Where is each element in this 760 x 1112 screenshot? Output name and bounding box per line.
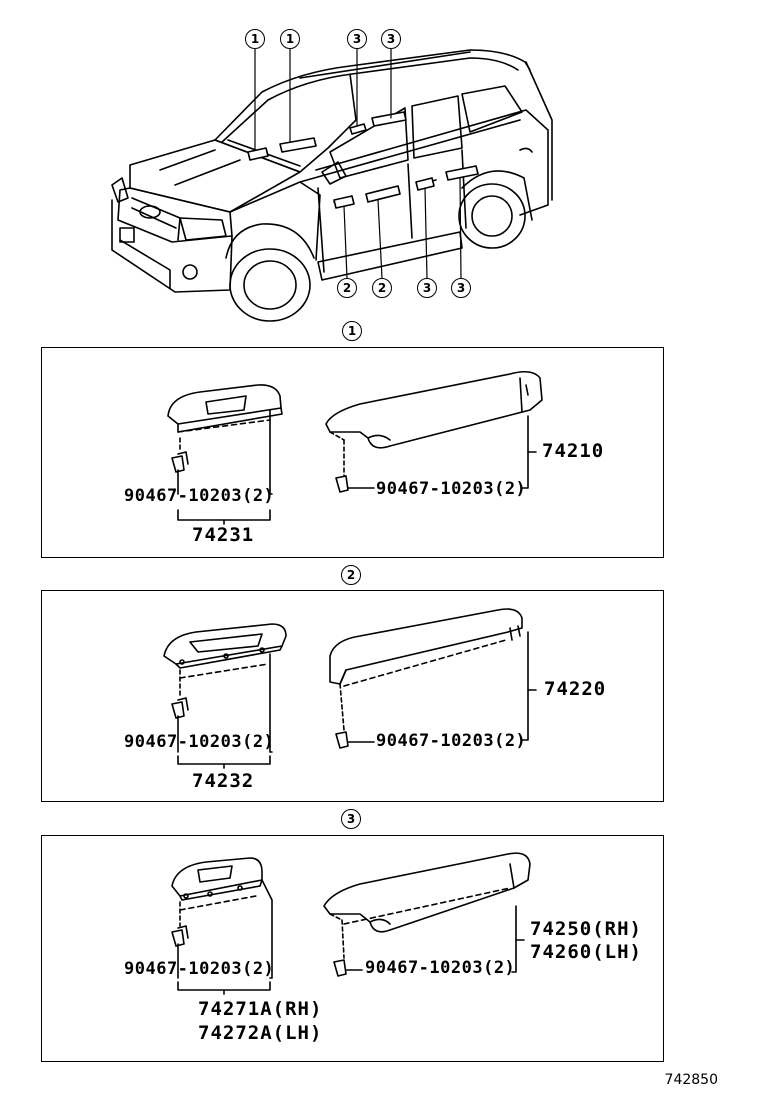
section2-part-left: 74232 <box>192 770 255 792</box>
section3-part-left-lh: 74272A(LH) <box>198 1022 323 1044</box>
callout-2-bottom-b: 2 <box>372 278 392 298</box>
section2-bolt-left: 90467-10203(2) <box>124 732 275 752</box>
callout-leaders <box>254 47 462 279</box>
section3-bolt-right: 90467-10203(2) <box>365 958 516 978</box>
callout-3-bottom-b: 3 <box>451 278 471 298</box>
section3-part-left-rh: 74271A(RH) <box>198 998 323 1020</box>
section2-marker: 2 <box>341 565 361 585</box>
vehicle-illustration <box>111 49 553 322</box>
section3-part-right-lh: 74260(LH) <box>530 941 642 963</box>
section3-parts <box>171 852 531 995</box>
section3-panel <box>41 835 664 1062</box>
section3-part-right-rh: 74250(RH) <box>530 918 642 940</box>
callout-3-top-a: 3 <box>347 29 367 49</box>
section1-bolt-right: 90467-10203(2) <box>376 479 527 499</box>
section1-part-right: 74210 <box>542 440 605 462</box>
section2-bolt-right: 90467-10203(2) <box>376 731 527 751</box>
section2-panel <box>41 590 664 802</box>
section2-part-right: 74220 <box>544 678 607 700</box>
callout-2-bottom-a: 2 <box>337 278 357 298</box>
diagram-code: 742850 <box>664 1072 718 1088</box>
callout-3-top-b: 3 <box>381 29 401 49</box>
section3-bolt-left: 90467-10203(2) <box>124 959 275 979</box>
callout-1-top-a: 1 <box>245 29 265 49</box>
section1-bolt-left: 90467-10203(2) <box>124 486 275 506</box>
section3-marker: 3 <box>341 809 361 829</box>
callout-1-top-b: 1 <box>280 29 300 49</box>
section1-marker: 1 <box>342 321 362 341</box>
section1-panel <box>41 347 664 558</box>
section1-parts <box>167 370 543 525</box>
section1-part-left: 74231 <box>192 524 255 546</box>
callout-3-bottom-a: 3 <box>417 278 437 298</box>
section2-parts <box>163 608 537 769</box>
